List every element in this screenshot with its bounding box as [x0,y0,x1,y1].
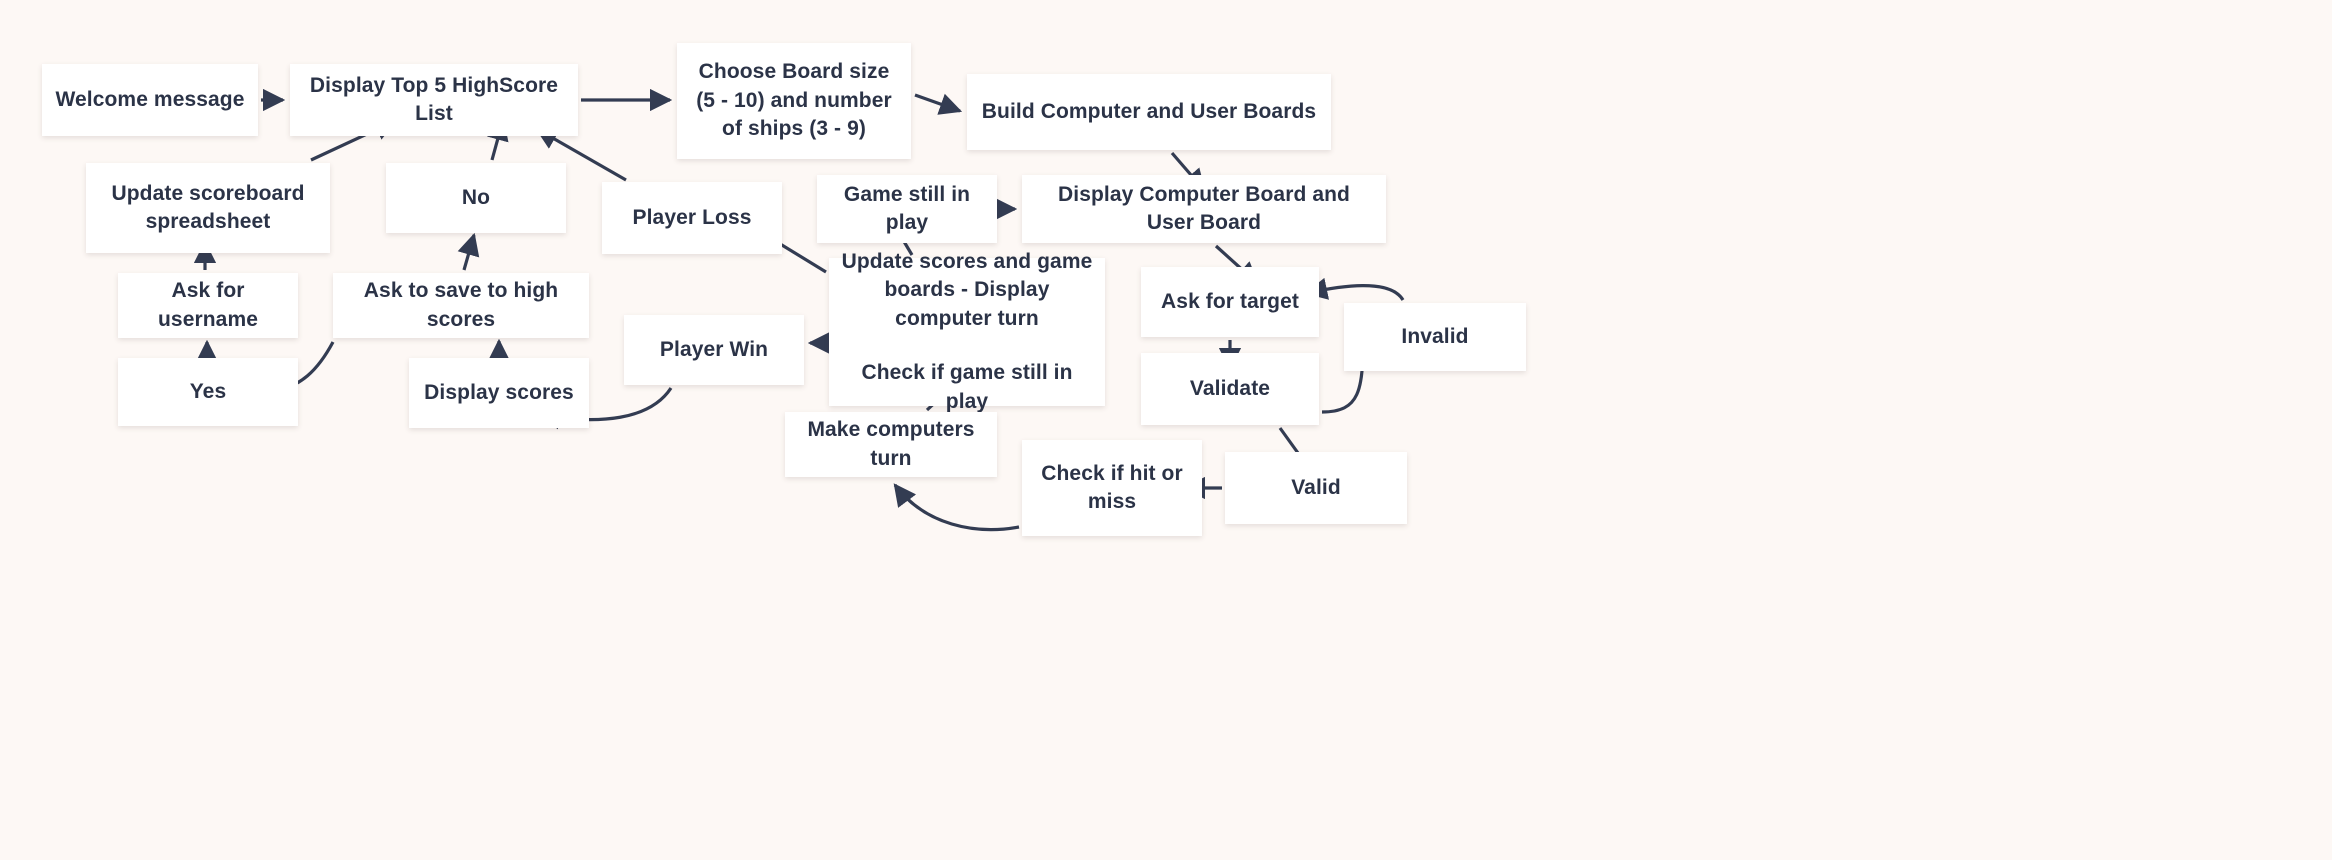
node-label: Valid [1291,475,1341,499]
node-ask-for-target[interactable]: Ask for target [1141,267,1319,337]
node-label: Ask to save to high scores [363,279,559,331]
node-label: Ask for username [157,279,259,331]
node-player-loss[interactable]: Player Loss [602,182,782,254]
node-label: Display Computer Board and User Board [1058,182,1350,234]
node-display-highscore-list[interactable]: Display Top 5 HighScore List [290,64,578,136]
node-label: Check if hit or miss [1041,461,1183,513]
node-valid[interactable]: Valid [1225,452,1407,524]
node-label: Validate [1189,376,1271,400]
node-label: No [461,185,491,209]
node-label: Update scores and game boards - Display … [841,250,1093,330]
node-display-scores[interactable]: Display scores [409,358,589,428]
edge-invalid-to-ask-target [1304,277,1405,301]
node-welcome-message[interactable]: Welcome message [42,64,258,136]
edge-board-size-to-build-boards [914,93,963,115]
node-label: Player Win [659,337,769,361]
node-label: Display scores [424,380,574,404]
node-label: Display Top 5 HighScore List [309,73,559,125]
node-label: Make computers turn [807,418,975,470]
node-label: Player Loss [632,205,752,229]
node-game-still-in-play[interactable]: Game still in play [817,175,997,243]
node-label: Build Computer and User Boards [981,99,1317,123]
node-label: Choose Board size (5 - 10) and number of… [696,60,892,141]
node-validate[interactable]: Validate [1141,353,1319,425]
edge-ask-save-to-no [457,232,480,271]
node-yes[interactable]: Yes [118,358,298,426]
node-check-if-hit-or-miss[interactable]: Check if hit or miss [1022,440,1202,536]
node-update-scoreboard-spreadsheet[interactable]: Update scoreboard spreadsheet [86,163,330,253]
node-label: Game still in play [843,182,971,234]
node-ask-for-username[interactable]: Ask for username [118,273,298,338]
node-label: Invalid [1401,324,1469,348]
node-label: Welcome message [55,87,245,111]
node-label-secondary: Check if game still in play [861,361,1073,413]
node-label: Yes [189,379,227,403]
node-invalid[interactable]: Invalid [1344,303,1526,371]
node-label: Ask for target [1161,289,1299,313]
node-build-computer-and-user-boards[interactable]: Build Computer and User Boards [967,74,1331,150]
node-no[interactable]: No [386,163,566,233]
node-make-computers-turn[interactable]: Make computers turn [785,412,997,477]
node-display-computer-board-and-user-board[interactable]: Display Computer Board and User Board [1022,175,1386,243]
node-choose-board-size[interactable]: Choose Board size (5 - 10) and number of… [677,43,911,159]
node-label: Update scoreboard spreadsheet [111,181,305,233]
node-update-scores-and-game-boards[interactable]: Update scores and game boards - Display … [829,250,1105,413]
edge-check-hit-miss-to-make-comp-turn [893,483,1020,532]
node-player-win[interactable]: Player Win [624,315,804,385]
node-ask-to-save-to-high-scores[interactable]: Ask to save to high scores [333,273,589,338]
